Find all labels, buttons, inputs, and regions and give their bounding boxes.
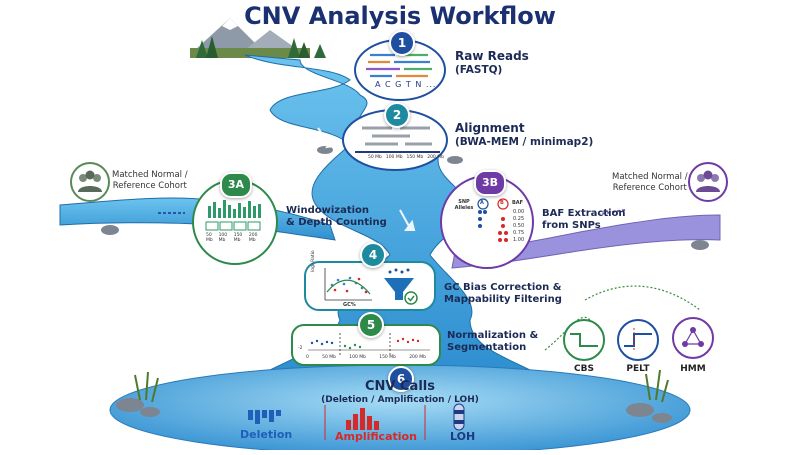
step-3a-label: Windowization & Depth Counting	[286, 205, 387, 228]
step-6-title: CNV Calls	[365, 379, 435, 394]
method-arrow	[584, 285, 701, 311]
pelt-method-icon	[617, 319, 659, 361]
allele-a-label: A	[480, 200, 484, 206]
tick-label: 100 Mb	[385, 155, 403, 160]
step-5-sub: Segmentation	[447, 341, 527, 353]
right-cohort-label: Matched Normal / Reference Cohort	[612, 172, 688, 193]
step-2-badge: 2	[384, 102, 410, 128]
alignment-ticks: 50 Mb 100 Mb 150 Mb 200 Mb	[368, 155, 444, 160]
tick-label: 100 Mb	[349, 355, 366, 360]
gc-correction-panel	[304, 261, 436, 311]
step-6-label: CNV Calls (Deletion / Amplification / LO…	[0, 379, 800, 405]
gc-xlabel: GC%	[343, 302, 356, 308]
tick-label: 0	[306, 355, 309, 360]
step-6-sub: (Deletion / Amplification / LOH)	[321, 394, 479, 405]
step-3b-title: BAF Extraction	[542, 208, 626, 219]
step-1-badge: 1	[389, 30, 415, 56]
tick-label: 150 Mb	[379, 355, 396, 360]
step-5-label: Normalization & Segmentation	[447, 330, 538, 353]
right-cohort-line2: Reference Cohort	[612, 182, 687, 193]
step-2-label: Alignment (BWA-MEM / minimap2)	[455, 121, 594, 148]
baf-panel	[440, 175, 534, 269]
reeds	[134, 369, 669, 403]
alignment-panel	[342, 109, 448, 171]
deletion-bars-icon	[248, 410, 281, 424]
left-cohort-label: Matched Normal / Reference Cohort	[112, 170, 188, 191]
flow-arrows	[158, 127, 626, 231]
left-cohort-line1: Matched Normal /	[112, 170, 188, 180]
left-cohort-icon	[70, 162, 110, 202]
tick-label: 200 Mb	[409, 355, 426, 360]
loh-label: LOH	[450, 430, 476, 443]
baf-value: 0.25	[513, 216, 525, 222]
step-2-sub: (BWA-MEM / minimap2)	[455, 135, 594, 148]
hmm-method-icon	[672, 317, 714, 359]
baf-value: 0.75	[513, 230, 525, 236]
tick-label: 100 Mb	[218, 233, 228, 243]
baf-header: BAF	[512, 200, 524, 206]
windowization-ticks: 50 Mb 100 Mb 150 Mb 200 Mb	[206, 233, 264, 243]
segmentation-panel	[291, 324, 441, 366]
tick-label: 150 Mb	[233, 233, 243, 243]
allele-b-label: B	[500, 200, 504, 206]
baf-values: 0.00 0.25 0.50 0.75 1.00	[513, 209, 524, 244]
segmentation-ytick: -2	[298, 346, 303, 351]
tick-label: 50 Mb	[368, 155, 382, 160]
loh-chromosome-icon	[453, 403, 465, 431]
step-3b-sub: from SNPs	[542, 219, 601, 231]
step-1-sub: (FASTQ)	[455, 63, 503, 76]
cbs-label: CBS	[574, 364, 594, 374]
step-4-badge: 4	[360, 242, 386, 268]
step-3a-sub: & Depth Counting	[286, 216, 387, 228]
baf-value: 0.00	[513, 209, 525, 215]
rocks	[101, 146, 709, 423]
step-4-label: GC Bias Correction & Mappability Filteri…	[444, 282, 562, 305]
step-1-title: Raw Reads	[455, 49, 529, 63]
hmm-label: HMM	[680, 364, 706, 374]
method-arrow	[544, 316, 591, 351]
left-cohort-line2: Reference Cohort	[112, 180, 187, 191]
deletion-label: Deletion	[240, 428, 293, 441]
step-4-sub: Mappability Filtering	[444, 293, 562, 305]
step-3a-title: Windowization	[286, 205, 370, 216]
pelt-label: PELT	[626, 364, 650, 374]
tick-label: 50 Mb	[206, 233, 213, 243]
step-6-badge: 6	[388, 366, 414, 392]
windowization-panel	[192, 179, 278, 265]
tick-label: 200 Mb	[427, 155, 444, 160]
page-title: CNV Analysis Workflow	[244, 2, 556, 30]
segmentation-ticks: 0 50 Mb 100 Mb 150 Mb 200 Mb	[306, 355, 426, 360]
right-cohort-icon	[688, 162, 728, 202]
step-4-title: GC Bias Correction &	[444, 282, 562, 293]
cbs-method-icon	[563, 319, 605, 361]
tick-label: 50 Mb	[322, 355, 336, 360]
step-3b-badge: 3B	[474, 170, 506, 196]
raw-reads-bases: A C G T N ...	[375, 80, 437, 89]
right-cohort-line1: Matched Normal /	[612, 172, 688, 182]
step-5-title: Normalization &	[447, 330, 539, 341]
baf-value: 1.00	[513, 237, 525, 243]
step-5-badge: 5	[358, 312, 384, 338]
amplification-label: Amplification	[335, 430, 417, 443]
amplification-bars-icon	[346, 408, 379, 430]
snp-alleles-label: SNP Alleles	[454, 199, 474, 211]
gc-ylabel: log₂ Ratio	[311, 250, 316, 272]
tick-label: 200 Mb	[248, 233, 258, 243]
step-2-title: Alignment	[455, 121, 525, 135]
tick-label: 150 Mb	[406, 155, 424, 160]
step-3b-label: BAF Extraction from SNPs	[542, 208, 626, 231]
step-1-label: Raw Reads (FASTQ)	[455, 49, 529, 76]
mountain-scene	[190, 18, 326, 58]
step-3a-badge: 3A	[220, 172, 252, 198]
baf-value: 0.50	[513, 223, 525, 229]
